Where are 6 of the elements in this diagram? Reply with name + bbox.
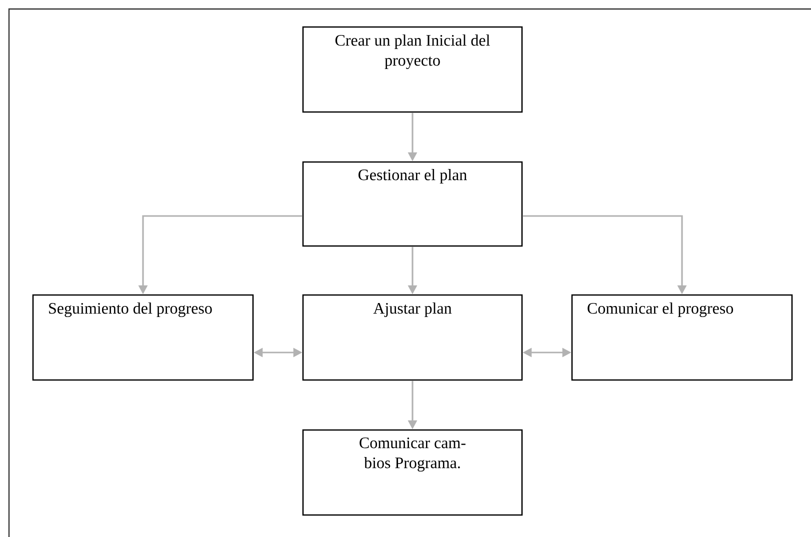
- process-box: Gestionar el plan: [302, 161, 523, 247]
- process-box: Seguimiento del progreso: [32, 294, 254, 381]
- process-box: Comunicar cam- bios Programa.: [302, 429, 523, 516]
- process-box: Crear un plan Inicial del proyecto: [302, 26, 523, 113]
- process-box: Ajustar plan: [302, 294, 523, 381]
- process-box: Comunicar el progreso: [571, 294, 793, 381]
